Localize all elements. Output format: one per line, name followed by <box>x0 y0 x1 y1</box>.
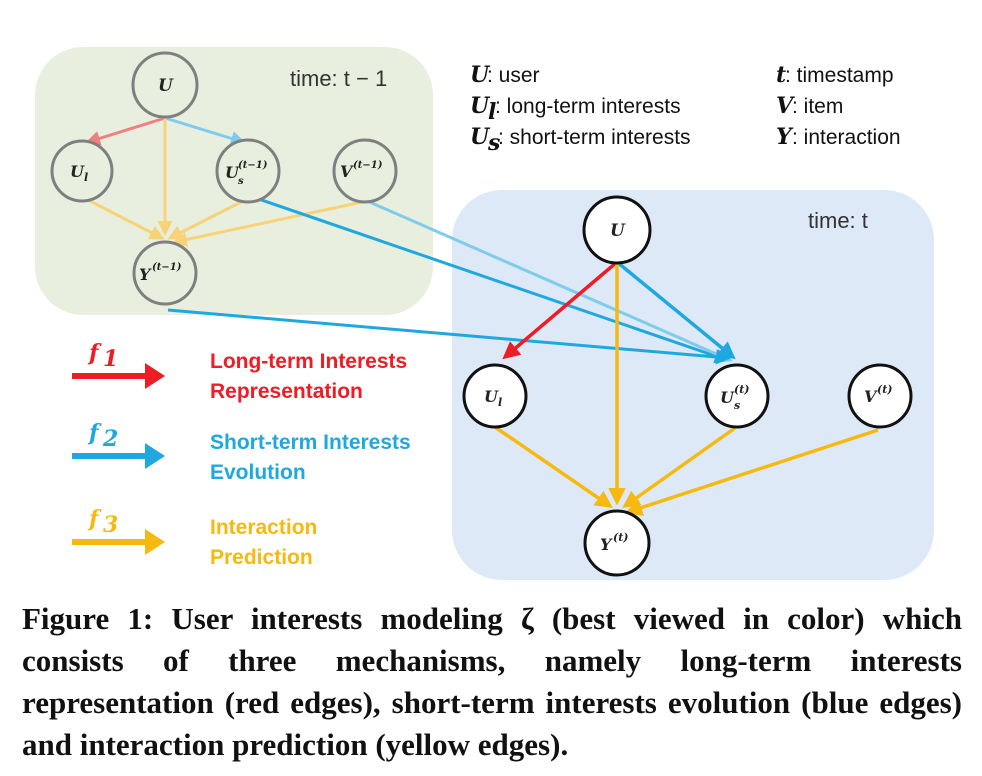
svg-text:: timestamp: : timestamp <box>785 64 894 87</box>
legend-f1: f 1 Long-term Interests Representation <box>72 340 407 403</box>
node-prev-Us: U s (t−1) <box>215 138 281 204</box>
svg-text:(t−1): (t−1) <box>152 262 182 273</box>
node-prev-V: V (t−1) <box>332 138 398 204</box>
panel-curr <box>452 190 934 580</box>
time-label-prev: time: t − 1 <box>290 66 387 91</box>
key-interaction: Y : interaction <box>776 124 901 150</box>
svg-text:s: s <box>487 130 500 156</box>
cross-time-edges <box>167 194 733 365</box>
svg-text:V: V <box>864 387 878 406</box>
svg-text:U: U <box>225 163 240 182</box>
svg-text:(t): (t) <box>877 383 893 396</box>
node-curr-Ul: Ul <box>462 363 528 429</box>
svg-text:Prediction: Prediction <box>210 546 313 569</box>
svg-text:Y: Y <box>776 124 794 150</box>
node-prev-Ul: Ul <box>50 139 114 203</box>
edge-curr-V-Y <box>624 428 879 516</box>
edge-prevY-currUs <box>167 308 731 365</box>
node-curr-Y: Y (t) <box>583 509 651 577</box>
svg-text:2: 2 <box>102 426 118 452</box>
svg-text:U: U <box>158 76 174 96</box>
key-long-term: U l : long-term interests <box>470 93 681 125</box>
svg-text:: user: : user <box>487 64 540 87</box>
node-curr-Us: U s (t) <box>704 363 770 429</box>
svg-text:Y: Y <box>600 535 613 554</box>
key-short-term: U s : short-term interests <box>470 124 691 156</box>
svg-text:(t): (t) <box>613 531 629 544</box>
svg-text:: item: : item <box>792 95 843 118</box>
svg-text:U: U <box>470 93 491 119</box>
prev-edges <box>85 116 363 247</box>
edge-prev-Ul-Y <box>87 198 165 240</box>
edge-prev-U-Ul <box>85 116 166 146</box>
edge-prevV-currUs <box>364 198 733 363</box>
svg-text:f: f <box>87 506 102 532</box>
curr-edges <box>494 260 879 516</box>
svg-text:Representation: Representation <box>210 380 363 403</box>
svg-text:(t): (t) <box>734 383 750 396</box>
key-timestamp: t : timestamp <box>776 62 894 88</box>
key-item: V : item <box>776 93 843 119</box>
svg-text:Y: Y <box>139 265 152 284</box>
edge-prev-V-Y <box>172 200 363 247</box>
edge-curr-Us-Y <box>622 426 737 509</box>
svg-text:(t−1): (t−1) <box>353 160 383 171</box>
legend-f3: f 3 Interaction Prediction <box>72 506 317 569</box>
svg-text:1: 1 <box>103 346 118 372</box>
svg-text:U: U <box>470 124 491 150</box>
svg-text:f: f <box>87 420 102 446</box>
svg-text:l: l <box>488 99 496 125</box>
time-label-curr: time: t <box>808 208 868 233</box>
svg-text:U: U <box>720 388 735 407</box>
edge-curr-U-Ul <box>502 260 619 360</box>
edge-prevUs-currUs <box>249 194 730 364</box>
node-curr-U: U <box>582 195 652 265</box>
svg-text:(t−1): (t−1) <box>238 160 268 171</box>
symbol-key: U : user U l : long-term interests U s :… <box>470 62 901 156</box>
svg-text:t: t <box>776 62 786 88</box>
edge-curr-Ul-Y <box>494 425 613 508</box>
edge-prev-Us-Y <box>167 198 246 240</box>
svg-text:3: 3 <box>103 512 118 538</box>
svg-text:f: f <box>87 340 102 366</box>
svg-text:Ul: Ul <box>70 162 88 184</box>
svg-text:U: U <box>470 62 491 88</box>
legend-f2: f 2 Short-term Interests Evolution <box>72 420 411 484</box>
svg-text:Evolution: Evolution <box>210 461 306 484</box>
figure-caption: Figure 1: User interests modeling ζ (bes… <box>22 601 962 762</box>
interest-model-diagram: time: t − 1 time: t U Ul U s (t−1) <box>35 47 934 580</box>
svg-text:V: V <box>776 93 795 119</box>
svg-text:Short-term Interests: Short-term Interests <box>210 431 411 454</box>
key-user: U : user <box>470 62 540 88</box>
node-prev-Y: Y (t−1) <box>132 240 198 306</box>
svg-text:s: s <box>734 399 740 412</box>
svg-text:Long-term Interests: Long-term Interests <box>210 350 407 373</box>
svg-text:Interaction: Interaction <box>210 516 317 539</box>
svg-text:: long-term interests: : long-term interests <box>495 95 681 118</box>
svg-text:: short-term interests: : short-term interests <box>498 126 691 149</box>
svg-text:s: s <box>238 176 244 187</box>
svg-text:U: U <box>610 221 626 241</box>
edge-prev-U-Us <box>164 116 246 146</box>
node-curr-V: V (t) <box>847 363 913 429</box>
node-prev-U: U <box>131 51 199 119</box>
svg-text:V: V <box>340 162 354 181</box>
edge-curr-U-Us <box>615 260 736 360</box>
svg-text:Ul: Ul <box>484 387 502 409</box>
svg-text:: interaction: : interaction <box>792 126 901 149</box>
